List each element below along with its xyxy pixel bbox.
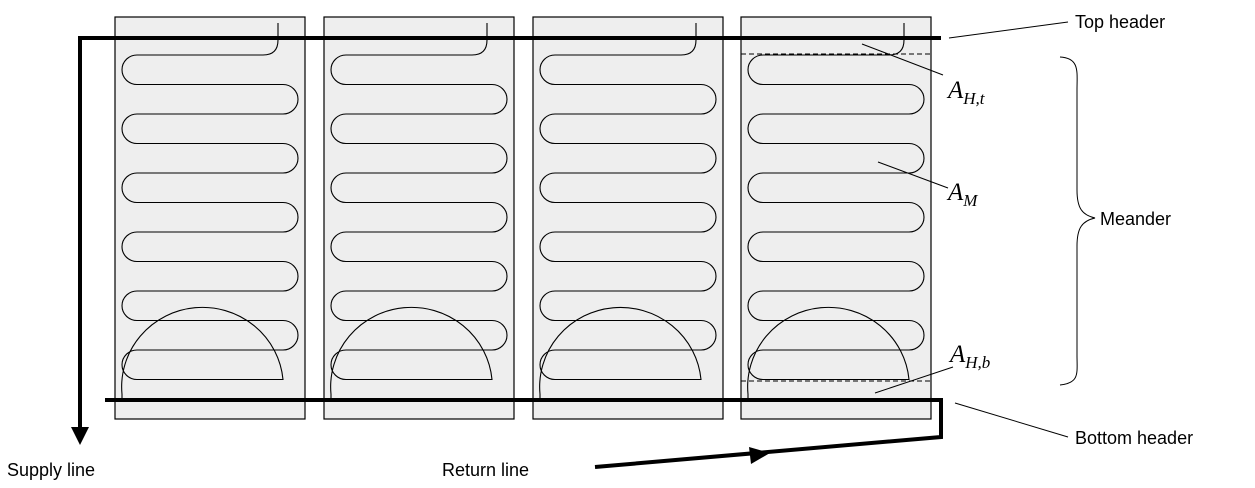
meander-tube-3 xyxy=(539,23,717,400)
top-header-label: Top header xyxy=(1075,12,1165,32)
panel-4 xyxy=(740,16,932,420)
bottom-header-area-leader xyxy=(874,366,954,394)
meander-tubes xyxy=(121,23,925,400)
meander-tube-4 xyxy=(747,23,925,400)
meander-area-leader xyxy=(877,161,949,189)
return-line-label: Return line xyxy=(442,460,529,480)
top-header-area-symbol: AH,t xyxy=(946,77,986,108)
meander-label: Meander xyxy=(1100,209,1171,229)
bottom-header-area-symbol: AH,b xyxy=(948,341,990,372)
top-header-area-symbol-base: A xyxy=(946,77,964,104)
meander-brace xyxy=(1059,56,1096,386)
bottom-header-label: Bottom header xyxy=(1075,428,1193,448)
panel-3 xyxy=(532,16,724,420)
meander-tube-1 xyxy=(121,23,299,400)
panel-1 xyxy=(114,16,306,420)
return-line-arrowhead xyxy=(749,447,770,464)
top-header-leader xyxy=(948,21,1069,39)
supply-line-arrowhead xyxy=(71,427,89,445)
meander-tube-2 xyxy=(330,23,508,400)
meander-area-symbol: AM xyxy=(946,179,978,210)
top-header-area-leader xyxy=(861,43,944,76)
top-header-area-symbol-sub: H,t xyxy=(962,89,986,108)
meander-area-symbol-base: A xyxy=(946,179,964,206)
bottom-header-leader xyxy=(954,402,1069,438)
panel-2 xyxy=(323,16,515,420)
meander-area-symbol-sub: M xyxy=(962,191,978,210)
supply-line-label: Supply line xyxy=(7,460,95,480)
bottom-header-area-symbol-base: A xyxy=(948,341,966,368)
bottom-header-pipe xyxy=(105,398,943,469)
bottom-header-area-symbol-sub: H,b xyxy=(964,353,990,372)
panels-group xyxy=(114,16,932,420)
top-header-pipe xyxy=(78,36,941,430)
